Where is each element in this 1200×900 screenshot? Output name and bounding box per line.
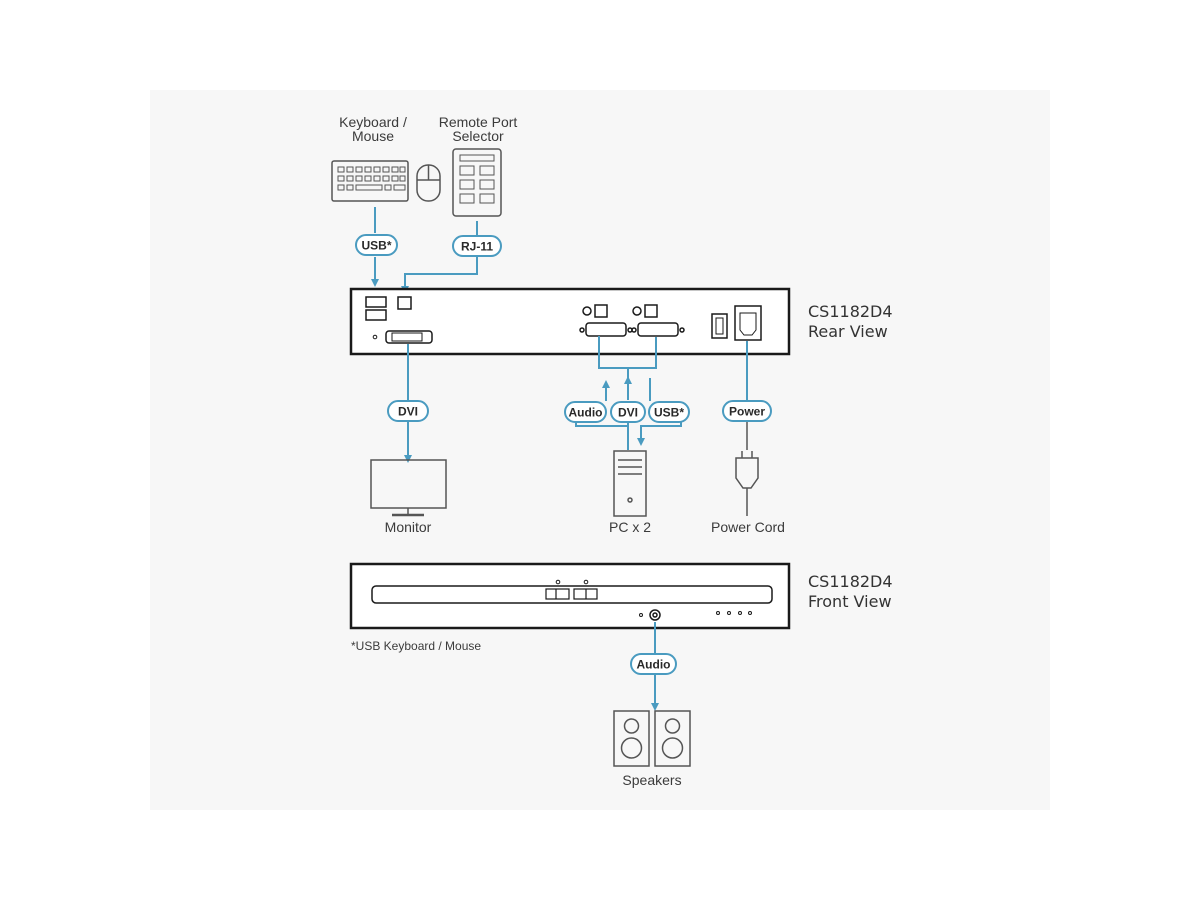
pc-tower-icon (613, 450, 647, 517)
usb-keyboard-connector: USB* (355, 207, 398, 287)
monitor-icon (370, 459, 447, 517)
kvm-front-panel (349, 562, 791, 630)
rj11-badge (452, 235, 502, 257)
power-badge (722, 400, 772, 422)
speakers-icon (613, 710, 691, 767)
pc1-audio-port-icon (582, 306, 592, 316)
front-unit-model: CS1182D4 (808, 572, 893, 591)
pc2-usb-b-port-icon (644, 304, 658, 318)
remote-port-selector-label-line2: Selector (452, 128, 504, 144)
front-audio-jack-icon (649, 609, 661, 621)
front-indicator-icon (639, 613, 643, 617)
usb-keyboard-badge-label: USB* (361, 239, 391, 253)
pc-audio-connector: Audio (564, 401, 607, 423)
keyboard-mouse-device: Keyboard / Mouse (331, 114, 441, 202)
usb-keyboard-badge (355, 234, 398, 256)
footnote: *USB Keyboard / Mouse (351, 639, 481, 653)
rj11-connector: RJ-11 (401, 221, 502, 294)
keyboard-mouse-label-line1: Keyboard / (339, 114, 407, 130)
pc-dvi-connector: DVI (610, 401, 646, 423)
keyboard-mouse-label-line2: Mouse (352, 128, 394, 144)
remote-selector-icon (452, 148, 502, 217)
rear-unit-view: Rear View (808, 322, 888, 341)
monitor-label: Monitor (385, 519, 432, 535)
remote-port-selector-label-line1: Remote Port (439, 114, 518, 130)
dvi-monitor-badge (387, 400, 429, 422)
speakers-label: Speakers (622, 772, 681, 788)
kvm-rear-panel (349, 287, 791, 356)
dvi-console-port-icon (385, 330, 433, 344)
power-switch-icon (711, 313, 728, 339)
pc1-dvi-port-icon (579, 322, 633, 337)
power-plug-icon (735, 451, 759, 516)
power-connector: Power (722, 341, 772, 450)
ground-screw-icon (372, 334, 378, 340)
pc-usb-connector: USB* (648, 401, 690, 423)
pc-usb-badge-label: USB* (654, 406, 684, 420)
pc-dvi-badge-label: DVI (618, 406, 638, 420)
port1-select-button-icon (545, 588, 570, 600)
rj11-port-icon (397, 296, 412, 310)
dvi-monitor-badge-label: DVI (398, 405, 418, 419)
front-audio-connector: Audio (630, 622, 677, 711)
diagram-background (150, 90, 1050, 810)
pc-audio-badge (564, 401, 607, 423)
pc-audio-badge-label: Audio (569, 406, 603, 420)
rj11-badge-label: RJ-11 (461, 240, 493, 254)
front-audio-badge-label: Audio (637, 658, 671, 672)
front-unit-view: Front View (808, 592, 892, 611)
power-cord-label: Power Cord (711, 519, 785, 535)
pc2-dvi-port-icon (631, 322, 685, 337)
port2-led-icon (583, 579, 589, 585)
port1-led-icon (555, 579, 561, 585)
keyboard-icon (331, 160, 409, 202)
mouse-icon (416, 164, 441, 202)
usb-port-icon (365, 296, 387, 321)
dvi-monitor-connector: DVI (387, 344, 429, 463)
rear-unit-model: CS1182D4 (808, 302, 893, 321)
pc1-usb-b-port-icon (594, 304, 608, 318)
pc-label: PC x 2 (609, 519, 651, 535)
pc-dvi-badge (610, 401, 646, 423)
port2-select-button-icon (573, 588, 598, 600)
pc-usb-badge (648, 401, 690, 423)
front-audio-badge (630, 653, 677, 675)
status-leds-icon (716, 611, 752, 615)
pc2-audio-port-icon (632, 306, 642, 316)
remote-port-selector-device: Remote Port Selector (439, 114, 518, 217)
power-socket-icon (734, 305, 762, 341)
power-badge-label: Power (729, 405, 765, 419)
